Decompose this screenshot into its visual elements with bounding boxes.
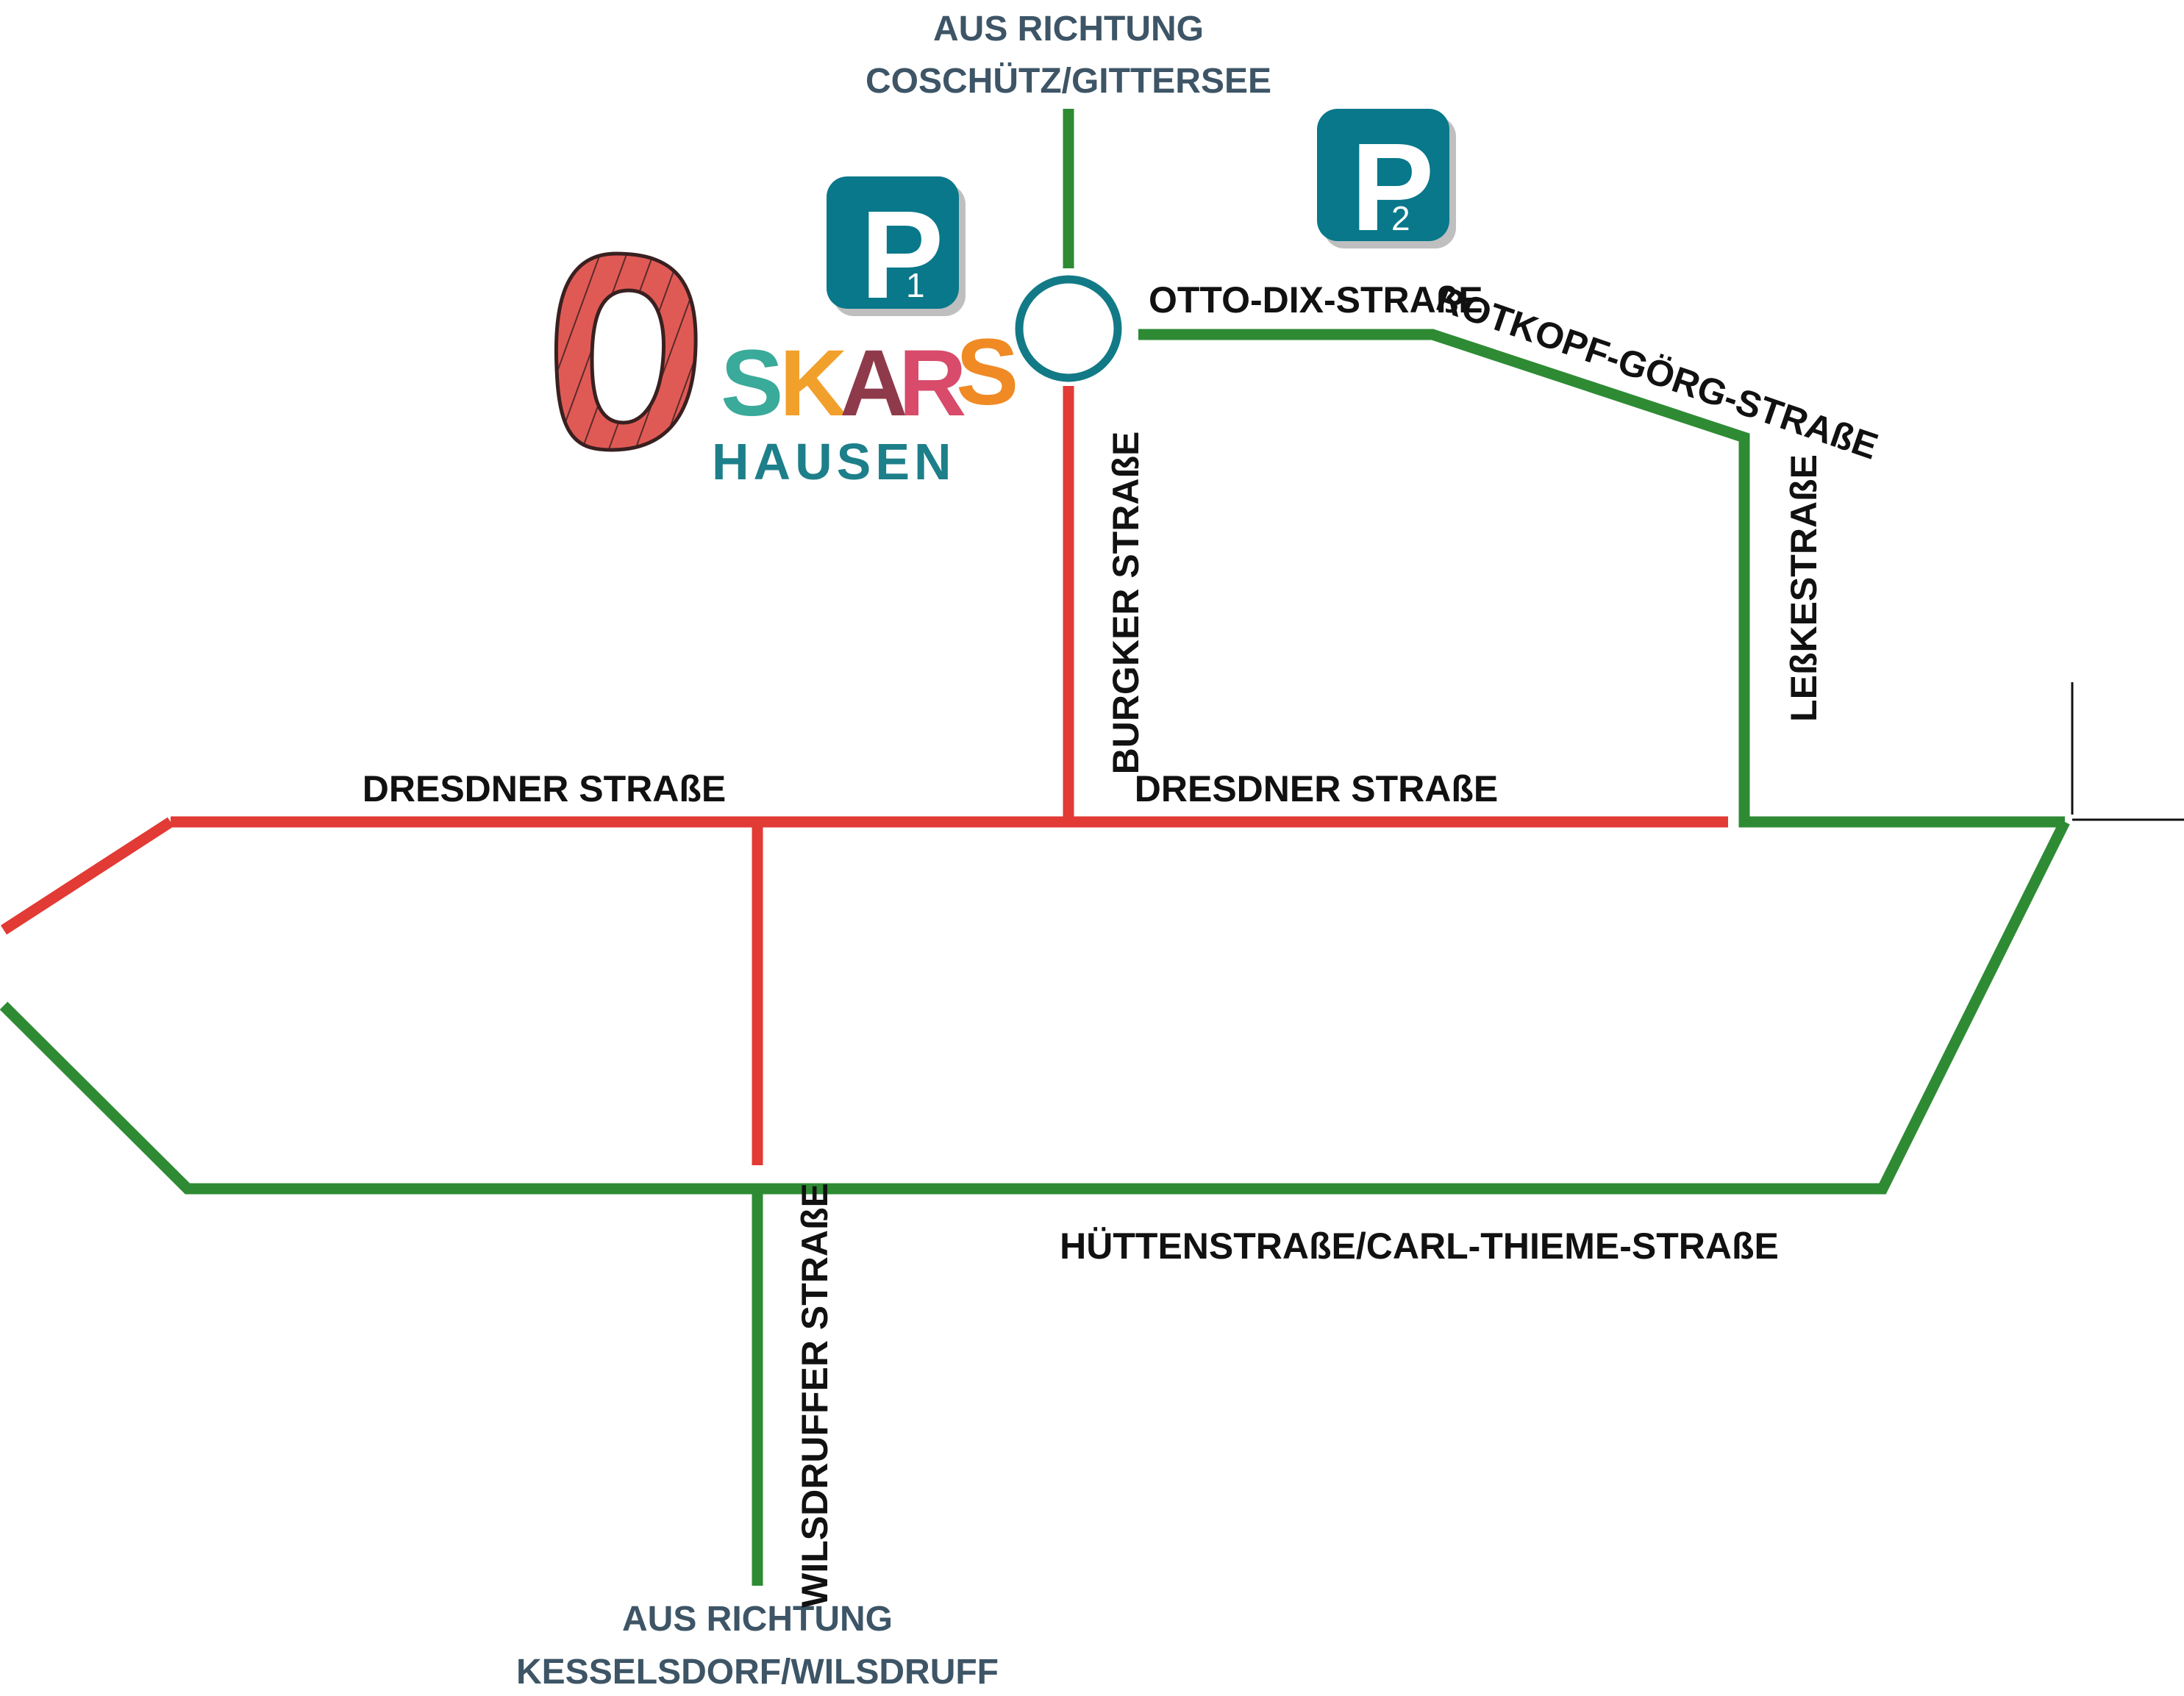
corner-marker	[2071, 682, 2184, 821]
street-label-otto-dix: OTTO-DIX-STRAßE	[1149, 279, 1483, 321]
direction-south-line2: KESSELSDORF/WILSDRUFF	[516, 1653, 999, 1692]
logo-letter-r: R	[899, 331, 966, 436]
logo-letter-k: K	[779, 331, 847, 436]
road-dresdner-west-diagonal	[0, 817, 174, 935]
logo-letter-s: S	[721, 331, 783, 436]
logo-letter-s2: S	[956, 320, 1018, 425]
parking-p2-sign	[1317, 109, 1449, 241]
parking-p2-letter: P	[1351, 118, 1434, 257]
parking-p1-number: 1	[906, 266, 925, 304]
direction-north-line1: AUS RICHTUNG	[933, 10, 1204, 49]
red-roads	[0, 386, 1728, 1165]
street-label-dresdner-west: DRESDNER STRAßE	[363, 768, 726, 809]
roundabout	[1015, 275, 1122, 382]
parking-p2-number: 2	[1391, 199, 1410, 237]
parking-p2: P 2	[1317, 109, 1456, 257]
logo-subtitle: HAUSEN	[712, 433, 956, 490]
street-label-wilsdruffer: WILSDRUFFER STRAßE	[794, 1183, 835, 1608]
parking-p1-sign	[827, 176, 959, 309]
road-east-diagonal-huetten	[0, 819, 2070, 1195]
green-roads	[0, 109, 2070, 1586]
logo-o-shape	[554, 251, 698, 452]
road-otto-dix-rotkopf-lesske	[1138, 329, 2065, 828]
street-label-dresdner-east: DRESDNER STRAßE	[1135, 768, 1498, 809]
direction-north-line2: COSCHÜTZ/GITTERSEE	[866, 62, 1271, 101]
logo-letter-a: A	[840, 331, 907, 436]
direction-south-line1: AUS RICHTUNG	[622, 1600, 893, 1639]
parking-p1-letter: P	[860, 185, 943, 325]
logo-oskars-hausen: S K A R S HAUSEN	[554, 251, 1018, 490]
street-label-huetten: HÜTTENSTRAßE/CARL-THIEME-STRAßE	[1060, 1226, 1779, 1267]
street-label-burgker: BURGKER STRAßE	[1105, 432, 1146, 775]
street-label-rotkopf: ROTKOPF-GÖRG-STRAßE	[1431, 277, 1883, 467]
parking-p1: P 1	[827, 176, 966, 325]
street-label-lesske: LEßKESTRAßE	[1783, 454, 1824, 722]
